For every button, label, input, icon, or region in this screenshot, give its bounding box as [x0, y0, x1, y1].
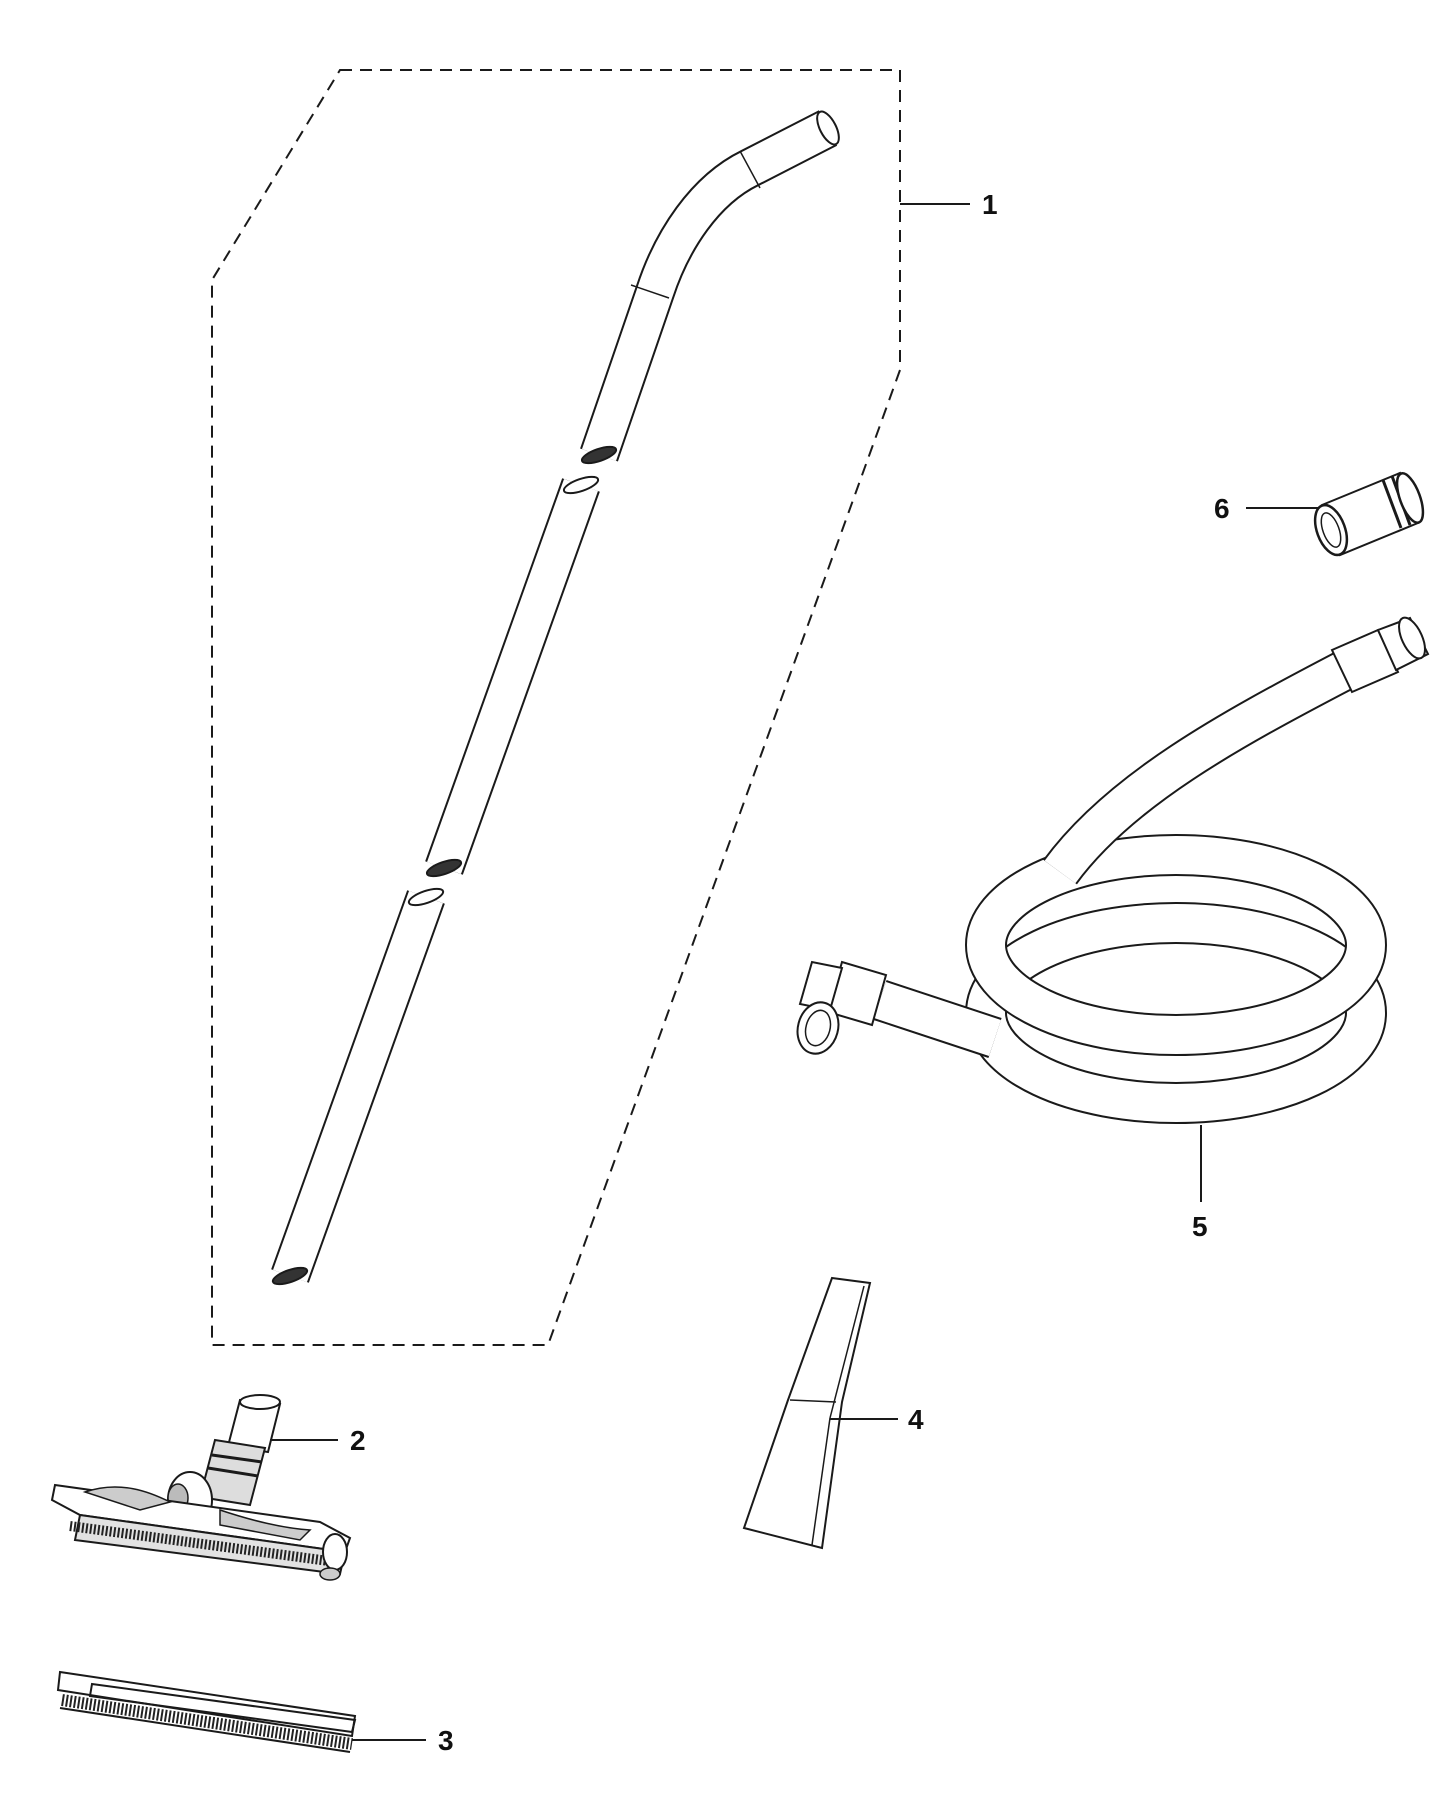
callout-3: 3 — [438, 1725, 454, 1756]
part-6-hose-adapter: 6 — [1214, 471, 1425, 557]
callout-2: 2 — [350, 1425, 366, 1456]
part-2-floor-nozzle: 2 — [50, 1394, 366, 1581]
callout-6: 6 — [1214, 493, 1230, 524]
part-4-crevice-tool: 4 — [742, 1276, 924, 1550]
part-5-suction-hose: 5 — [796, 616, 1430, 1242]
callout-5: 5 — [1192, 1211, 1208, 1242]
part-1-extension-tubes: 1 — [211, 69, 998, 1346]
middle-tube — [425, 475, 600, 878]
bent-tube — [580, 110, 840, 465]
callout-4: 4 — [908, 1404, 924, 1435]
part-3-squeegee-strips: 3 — [56, 1670, 454, 1756]
callout-1: 1 — [982, 189, 998, 220]
group-dashed-outline — [211, 69, 901, 1346]
lower-tube — [271, 887, 445, 1286]
